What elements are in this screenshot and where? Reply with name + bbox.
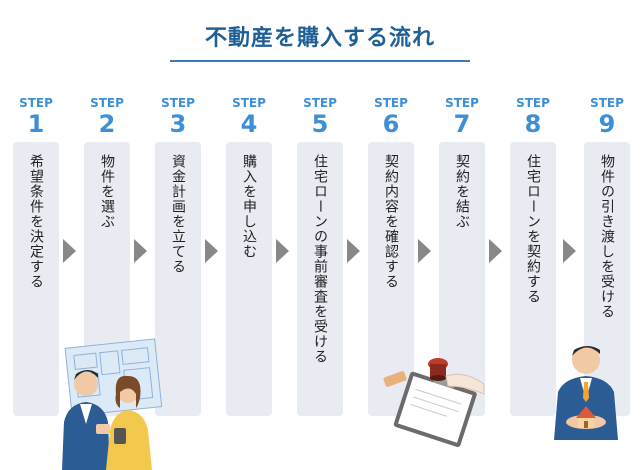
arrow-right-icon: [134, 239, 147, 263]
step-text-2: 物件を選ぶ: [99, 154, 115, 229]
step-number-6: 6: [382, 110, 400, 138]
contract-clipboard-illustration: [383, 358, 485, 447]
step-card-6: 契約内容を確認する: [368, 142, 414, 416]
step-number-7: 7: [453, 110, 471, 138]
step-number-8: 8: [524, 110, 542, 138]
arrow-right-icon: [563, 239, 576, 263]
step-number-5: 5: [311, 110, 329, 138]
step-label-8: STEP: [516, 96, 550, 110]
couple-with-blueprint-illustration: [62, 338, 163, 470]
man-with-house-model-illustration: [554, 346, 618, 440]
step-number-2: 2: [98, 110, 116, 138]
step-label-2: STEP: [90, 96, 124, 110]
step-card-8: 住宅ローンを契約する: [510, 142, 556, 416]
step-number-1: 1: [27, 110, 45, 138]
arrow-right-icon: [489, 239, 502, 263]
step-label-4: STEP: [232, 96, 266, 110]
step-text-3: 資金計画を立てる: [170, 154, 186, 274]
step-card-5: 住宅ローンの事前審査を受ける: [297, 142, 343, 416]
step-text-5: 住宅ローンの事前審査を受ける: [312, 154, 328, 364]
step-text-6: 契約内容を確認する: [383, 154, 399, 289]
step-card-4: 購入を申し込む: [226, 142, 272, 416]
arrow-right-icon: [418, 239, 431, 263]
arrow-right-icon: [205, 239, 218, 263]
step-label-1: STEP: [19, 96, 53, 110]
arrow-right-icon: [63, 239, 76, 263]
step-number-9: 9: [598, 110, 616, 138]
arrow-right-icon: [347, 239, 360, 263]
step-label-3: STEP: [161, 96, 195, 110]
step-text-9: 物件の引き渡しを受ける: [599, 154, 615, 319]
step-text-7: 契約を結ぶ: [454, 154, 470, 229]
page-title: 不動産を購入する流れ: [204, 26, 435, 51]
step-label-9: STEP: [590, 96, 624, 110]
step-card-1: 希望条件を決定する: [13, 142, 59, 416]
step-number-3: 3: [169, 110, 187, 138]
step-label-6: STEP: [374, 96, 408, 110]
arrow-right-icon: [276, 239, 289, 263]
step-label-7: STEP: [445, 96, 479, 110]
title-underline: [170, 60, 470, 62]
step-text-4: 購入を申し込む: [241, 154, 257, 259]
step-label-5: STEP: [303, 96, 337, 110]
step-card-3: 資金計画を立てる: [155, 142, 201, 416]
step-card-7: 契約を結ぶ: [439, 142, 485, 416]
step-number-4: 4: [240, 110, 258, 138]
step-text-1: 希望条件を決定する: [28, 154, 44, 289]
step-text-8: 住宅ローンを契約する: [525, 154, 541, 304]
